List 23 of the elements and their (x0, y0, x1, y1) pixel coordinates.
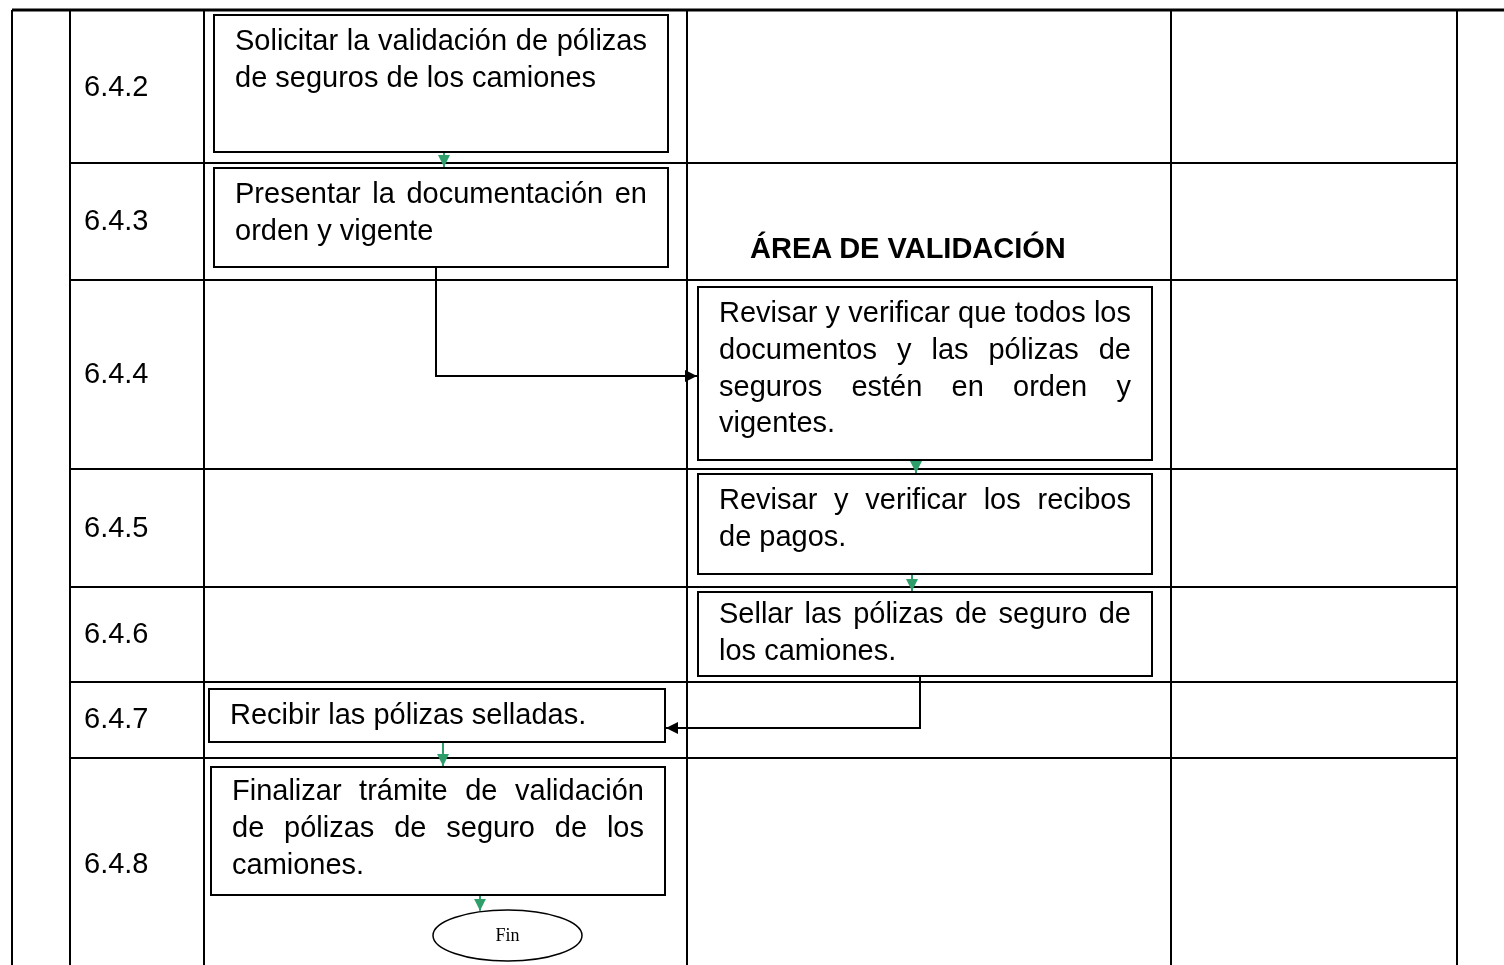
step-number: 6.4.3 (84, 204, 149, 237)
step-number: 6.4.4 (84, 357, 149, 390)
process-box: Sellar las pólizas de seguro de los camiones. (697, 591, 1153, 677)
arrow (906, 574, 918, 592)
arrow (437, 742, 449, 767)
step-number: 6.4.6 (84, 617, 149, 650)
process-box: Revisar y verificar los recibos de pagos. (697, 473, 1153, 575)
arrow (665, 676, 921, 734)
lane-heading: ÁREA DE VALIDACIÓN (750, 232, 1066, 265)
arrow (910, 460, 922, 474)
process-box: Finalizar trámite de validación de pólizas de seguro de los camiones. (210, 766, 666, 896)
step-number: 6.4.2 (84, 70, 149, 103)
end-terminal: Fin (432, 909, 583, 962)
process-box: Recibir las pólizas selladas. (208, 688, 666, 743)
arrow (435, 267, 698, 382)
step-number: 6.4.8 (84, 847, 149, 880)
process-box: Solicitar la validación de pólizas de seguros de los camiones (213, 14, 669, 153)
process-box: Revisar y verificar que todos los documentos y las pólizas de seguros estén en orden y vigentes. (697, 286, 1153, 461)
process-box: Presentar la documentación en orden y vigente (213, 167, 669, 268)
step-number: 6.4.5 (84, 511, 149, 544)
arrow (438, 152, 450, 168)
arrow (474, 895, 486, 912)
step-number: 6.4.7 (84, 702, 149, 735)
